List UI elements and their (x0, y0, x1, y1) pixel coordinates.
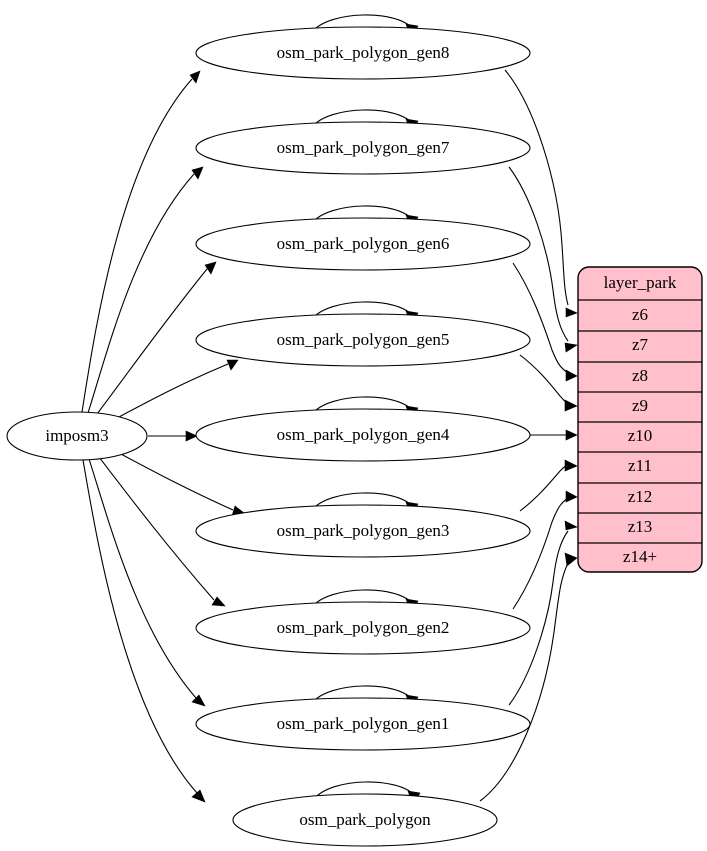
edge-imposm3-to-base (82, 459, 206, 803)
node-gen1-label: osm_park_polygon_gen1 (277, 714, 450, 733)
edge-imposm3-to-gen4 (148, 430, 198, 442)
layer-park-table[interactable]: layer_park z6 z7 z8 z9 z10 z11 z12 z13 z… (577, 266, 703, 573)
node-gen8[interactable]: osm_park_polygon_gen8 (195, 26, 531, 80)
layer-row-z7-label: z7 (632, 335, 649, 354)
node-gen5[interactable]: osm_park_polygon_gen5 (195, 313, 531, 367)
node-gen5-label: osm_park_polygon_gen5 (277, 330, 450, 349)
layer-row-z8-label: z8 (632, 366, 648, 385)
edge-imposm3-to-gen7 (87, 166, 204, 414)
node-gen6[interactable]: osm_park_polygon_gen6 (195, 217, 531, 271)
node-gen4[interactable]: osm_park_polygon_gen4 (195, 408, 531, 462)
edge-gen2-to-z12 (512, 490, 578, 610)
node-imposm3-label: imposm3 (45, 426, 108, 445)
layer-row-z6-label: z6 (632, 305, 648, 324)
layer-row-z9-label: z9 (632, 396, 648, 415)
node-gen3[interactable]: osm_park_polygon_gen3 (195, 504, 531, 558)
edge-gen3-to-z11 (519, 459, 578, 512)
edge-gen5-to-z9 (519, 354, 578, 412)
edge-imposm3-to-gen5 (116, 359, 239, 419)
edge-gen8-to-z6 (504, 69, 578, 318)
node-imposm3[interactable]: imposm3 (6, 411, 148, 461)
edge-imposm3-to-gen6 (96, 261, 217, 415)
node-gen8-label: osm_park_polygon_gen8 (277, 43, 450, 62)
layer-row-z11-label: z11 (628, 456, 652, 475)
node-group-ellipses: osm_park_polygon_gen8 osm_park_polygon_g… (6, 26, 531, 847)
node-base[interactable]: osm_park_polygon (232, 793, 498, 847)
edge-gen6-to-z8 (512, 262, 578, 382)
edge-gen4-to-z10 (530, 429, 578, 441)
node-gen3-label: osm_park_polygon_gen3 (277, 521, 450, 540)
edge-base-to-z14plus (479, 552, 578, 802)
node-gen2-label: osm_park_polygon_gen2 (277, 618, 450, 637)
layer-row-z14plus-label: z14+ (623, 547, 657, 566)
edge-group-source-to-nodes (81, 70, 245, 803)
edge-imposm3-to-gen8 (81, 70, 201, 413)
layer-row-z12-label: z12 (628, 487, 653, 506)
layer-row-z10-label: z10 (628, 426, 653, 445)
node-base-label: osm_park_polygon (299, 810, 431, 829)
node-gen7[interactable]: osm_park_polygon_gen7 (195, 121, 531, 175)
node-gen6-label: osm_park_polygon_gen6 (277, 234, 450, 253)
edge-gen1-to-z13 (508, 520, 578, 706)
edge-imposm3-to-gen2 (98, 456, 226, 607)
layer-row-z13-label: z13 (628, 517, 653, 536)
node-gen2[interactable]: osm_park_polygon_gen2 (195, 601, 531, 655)
edge-imposm3-to-gen1 (88, 458, 206, 707)
edge-gen7-to-z7 (508, 166, 578, 353)
node-gen1[interactable]: osm_park_polygon_gen1 (195, 697, 531, 751)
node-gen4-label: osm_park_polygon_gen4 (277, 425, 450, 444)
layer-park-header-label: layer_park (604, 273, 677, 292)
edge-group-nodes-to-layer (479, 69, 578, 802)
node-gen7-label: osm_park_polygon_gen7 (277, 138, 450, 157)
